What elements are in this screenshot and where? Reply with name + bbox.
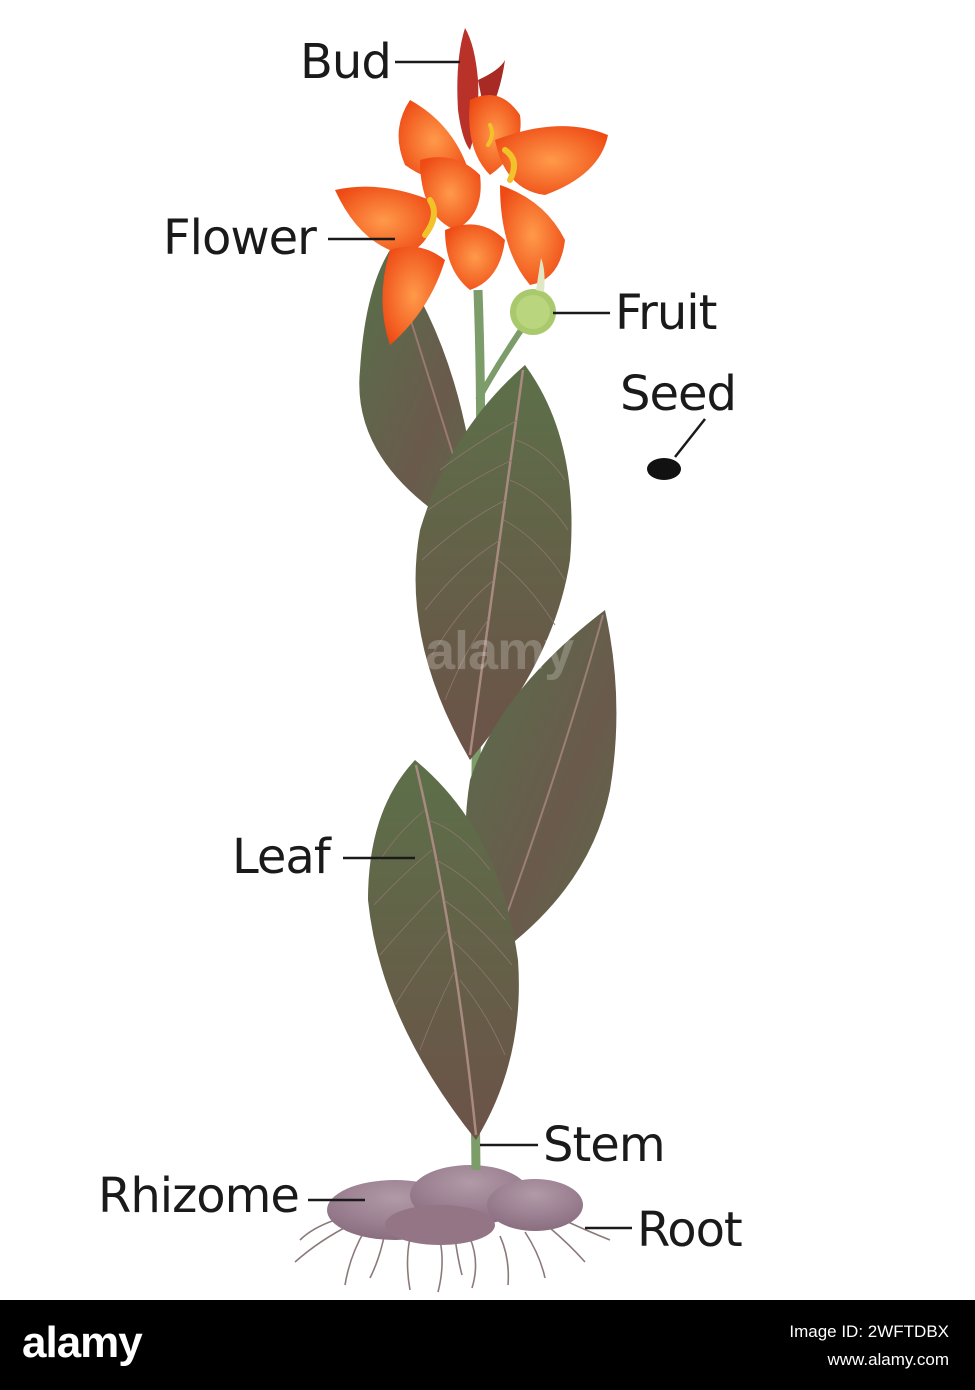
leaf-lower <box>368 760 519 1140</box>
leaf-middle-right <box>465 610 617 960</box>
footer-site: www.alamy.com <box>827 1350 949 1369</box>
label-bud: Bud <box>300 34 392 90</box>
leader-lines <box>308 60 706 1230</box>
label-flower: Flower <box>163 210 317 266</box>
label-seed: Seed <box>620 366 737 422</box>
fruit <box>510 258 556 335</box>
rhizome <box>327 1165 583 1245</box>
leaf-upper <box>415 365 572 760</box>
seed <box>647 458 681 480</box>
label-fruit: Fruit <box>615 285 717 341</box>
watermark: alamy <box>425 621 574 681</box>
flower <box>335 95 608 345</box>
plant-diagram <box>294 28 706 1293</box>
footer-brand-logo: alamy <box>22 1318 143 1367</box>
label-rhizome: Rhizome <box>98 1168 300 1224</box>
label-leaf: Leaf <box>232 829 331 885</box>
footer-image-id: Image ID: 2WFTDBX <box>789 1322 949 1341</box>
footer-bar: alamy Image ID: 2WFTDBX www.alamy.com <box>0 1300 975 1390</box>
label-stem: Stem <box>543 1117 666 1173</box>
label-root: Root <box>637 1202 743 1258</box>
